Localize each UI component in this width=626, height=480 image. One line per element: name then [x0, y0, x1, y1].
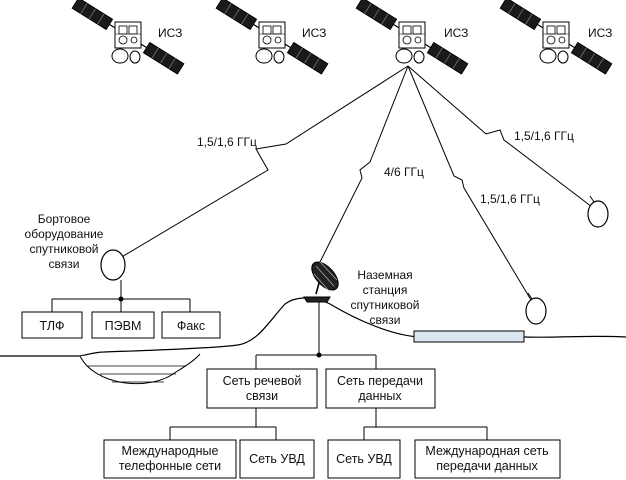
data-network-line-1: Сеть передачи	[337, 374, 423, 388]
link-mobile-middle	[407, 65, 532, 301]
onboard-junction	[118, 296, 124, 302]
mobile-link-frequency-2: 1,5/1,6 ГГц	[514, 129, 574, 143]
onboard-terminal	[100, 249, 126, 281]
device-box-fax	[161, 311, 221, 339]
ground-link-frequency: 4/6 ГГц	[384, 165, 424, 179]
onboard-caption-line-3: спутниковой	[30, 242, 99, 256]
mobile-terminal-1	[525, 292, 547, 325]
data-network-box	[325, 368, 436, 409]
link-ground-station	[317, 65, 409, 267]
data-network-line-2: данных	[358, 389, 402, 403]
satellite-3-label: ИСЗ	[444, 26, 468, 40]
intl-phone-network-line-2: телефонные сети	[119, 459, 221, 473]
onboard-connectors	[51, 280, 191, 312]
uvd-network-box-2	[327, 439, 401, 479]
onboard-caption-line-4: связи	[49, 257, 80, 271]
ground-station-caption-line-4: связи	[370, 313, 401, 327]
uvd-network-box-1	[239, 439, 315, 479]
intl-data-network-line-2: передачи данных	[436, 459, 538, 473]
device-box-pevm	[91, 311, 155, 339]
mobile-terminal-2	[587, 195, 609, 228]
onboard-caption: Бортовое оборудование спутниковой связи	[25, 212, 104, 271]
ground-station-caption-line-3: спутниковой	[351, 298, 420, 312]
runway	[413, 330, 525, 343]
lake-waves	[88, 365, 186, 383]
ground-station-caption-line-1: Наземная	[357, 268, 412, 282]
uvd-network-label-1: Сеть УВД	[249, 452, 305, 466]
device-pevm-label: ПЭВМ	[105, 319, 142, 333]
satellite-1-label: ИСЗ	[158, 26, 182, 40]
device-fax-label: Факс	[177, 319, 205, 333]
uvd-network-label-2: Сеть УВД	[336, 452, 392, 466]
device-box-tlf	[21, 311, 83, 339]
satellite-2-label: ИСЗ	[302, 26, 326, 40]
network-junction	[316, 352, 322, 358]
network-connectors	[169, 302, 488, 440]
link-onboard	[119, 65, 409, 259]
satellite-4-label: ИСЗ	[588, 26, 612, 40]
ground-station-antenna	[303, 261, 339, 303]
intl-phone-network-line-1: Международные	[122, 444, 219, 458]
voice-network-line-1: Сеть речевой	[223, 374, 302, 388]
onboard-caption-line-1: Бортовое	[38, 212, 91, 226]
intl-phone-network-box	[103, 439, 237, 479]
voice-network-line-2: связи	[246, 389, 278, 403]
device-tlf-label: ТЛФ	[40, 319, 65, 333]
intl-data-network-line-1: Международная сеть	[425, 444, 548, 458]
mobile-link-frequency-1: 1,5/1,6 ГГц	[480, 192, 540, 206]
voice-network-box	[206, 368, 318, 409]
lake	[79, 353, 201, 385]
terrain-line	[0, 297, 626, 357]
onboard-link-frequency: 1,5/1,6 ГГц	[197, 135, 257, 149]
ground-station-caption: Наземная станция спутниковой связи	[351, 268, 420, 327]
onboard-caption-line-2: оборудование	[25, 227, 104, 241]
link-mobile-right	[407, 65, 597, 211]
ground-station-caption-line-2: станция	[363, 283, 408, 297]
intl-data-network-box	[414, 439, 561, 479]
